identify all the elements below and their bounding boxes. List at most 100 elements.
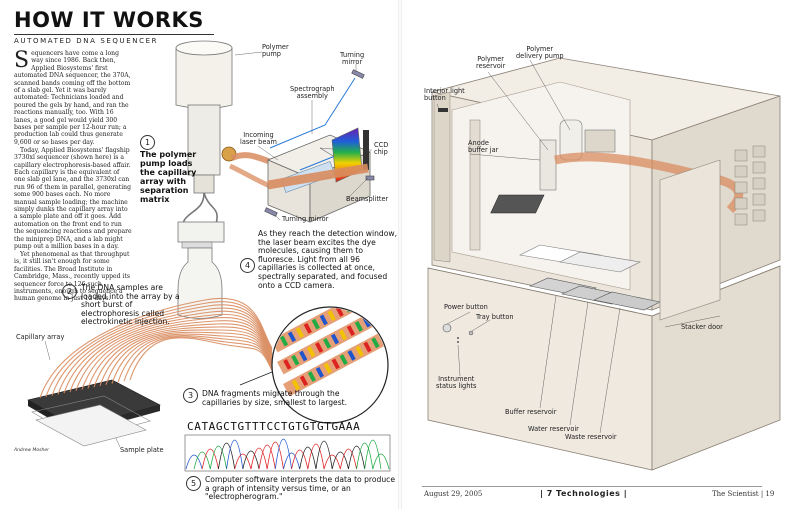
capillary-wire — [87, 323, 273, 389]
step-1-number: 1 — [140, 135, 155, 150]
stacker-rack — [734, 213, 748, 226]
step-2-number: 2 — [62, 284, 77, 299]
capillary-wire — [75, 317, 273, 391]
dna-band — [354, 321, 363, 332]
dna-band — [359, 293, 367, 304]
label-polymer-pump: Polymer pump — [262, 43, 289, 59]
dna-band — [307, 346, 316, 358]
dna-band — [331, 358, 340, 370]
dna-band — [303, 322, 312, 334]
dna-band — [351, 308, 360, 309]
dna-band — [399, 272, 407, 283]
dna-band — [403, 321, 411, 332]
label-anode-buffer-jar: Anode buffer jar — [468, 139, 499, 155]
label-stacker-door: Stacker door — [681, 323, 723, 331]
chromatogram-peak — [193, 451, 211, 470]
dna-band — [295, 308, 304, 314]
chromatogram-peak — [218, 442, 236, 470]
dna-band — [378, 308, 387, 320]
label-polymer-delivery-pump: Polymer delivery pump — [516, 45, 564, 61]
stacker-rack — [752, 161, 766, 174]
dna-band — [315, 366, 324, 378]
capillary-wire — [45, 301, 273, 397]
label-power-button: Power button — [444, 303, 488, 311]
dna-band — [315, 342, 324, 353]
step-2: 2 The DNA samples are loaded into the ar… — [62, 283, 182, 327]
step-5-number: 5 — [186, 476, 201, 491]
dna-band — [303, 308, 312, 309]
step-2-text: The DNA samples are loaded into the arra… — [81, 283, 180, 327]
step-5-text: Computer software interprets the data to… — [205, 475, 396, 502]
capillary-wire — [51, 304, 273, 396]
dna-band — [299, 350, 308, 362]
capillary-wire — [129, 337, 273, 381]
step-1-text: The polymer pump loads the capillary arr… — [140, 150, 197, 204]
chromatogram-peak — [266, 441, 284, 470]
page-subtitle: AUTOMATED DNA SEQUENCER — [14, 37, 159, 45]
dna-band — [411, 316, 419, 327]
chromatogram-peak — [323, 454, 341, 470]
label-turning-mirror-bottom: Turning mirror — [282, 215, 329, 223]
capillary-wire — [39, 297, 273, 399]
label-beamsplitter: Beamsplitter — [346, 195, 389, 203]
step-4-number: 4 — [240, 258, 255, 273]
dna-band — [387, 329, 395, 340]
dna-band — [394, 300, 402, 311]
dna-band — [283, 359, 292, 370]
dna-band — [295, 327, 305, 338]
label-buffer-reservoir: Buffer reservoir — [505, 408, 557, 416]
electropherogram — [184, 434, 391, 472]
stacker-rack — [752, 177, 766, 190]
dna-band — [323, 362, 332, 374]
dna-band — [319, 290, 327, 301]
label-instrument-status: Instrument status lights — [436, 375, 477, 391]
dna-band — [370, 312, 379, 324]
dna-band — [273, 315, 280, 326]
stacker-rack — [734, 149, 748, 162]
dna-band — [319, 314, 328, 326]
step-3-text: DNA fragments migrate through the capill… — [202, 389, 348, 407]
chromatogram-peak — [185, 454, 203, 470]
step-4-text: As they reach the detection window, the … — [258, 229, 397, 290]
dna-band — [338, 329, 348, 341]
dna-band — [279, 335, 289, 347]
stacker-rack — [752, 145, 766, 158]
dna-band — [346, 325, 356, 336]
page-gutter — [398, 0, 402, 509]
drop-cap: S — [14, 48, 30, 73]
dna-band — [371, 337, 380, 349]
capillary-wires — [39, 297, 273, 399]
dna-band — [299, 375, 309, 387]
chromatogram-peak — [348, 445, 366, 470]
capillary-wire — [105, 331, 273, 385]
footer-rule — [422, 486, 762, 487]
dna-band — [307, 371, 317, 382]
chromatogram-peak — [209, 445, 227, 470]
stacker-rack — [752, 193, 766, 206]
chromatogram-peak — [339, 448, 357, 470]
step-4: As they reach the detection window, the … — [240, 229, 398, 290]
capillary-wire — [81, 320, 273, 390]
capillary-wire — [63, 310, 273, 394]
dna-band — [402, 296, 410, 307]
polymer-pump-illustration — [175, 40, 237, 319]
stacker-rack — [734, 165, 748, 178]
dna-band — [363, 341, 372, 353]
dna-band — [395, 325, 403, 336]
chromatogram-peak — [315, 440, 333, 470]
chromatogram-peak — [307, 443, 325, 470]
chromatogram-peak — [250, 447, 268, 470]
capillary-wire — [117, 335, 273, 383]
title-rule — [14, 34, 214, 35]
chromatogram-peak — [356, 442, 374, 470]
dna-band — [355, 345, 364, 357]
capillary-wire — [111, 333, 273, 384]
footer-section: | 7 Technologies | — [540, 489, 628, 498]
capillary-array-illustration — [27, 379, 161, 447]
step-3-number: 3 — [183, 388, 198, 403]
chromatogram-peak — [299, 446, 317, 470]
capillary-wire — [57, 307, 273, 395]
detection-assembly — [264, 69, 375, 223]
